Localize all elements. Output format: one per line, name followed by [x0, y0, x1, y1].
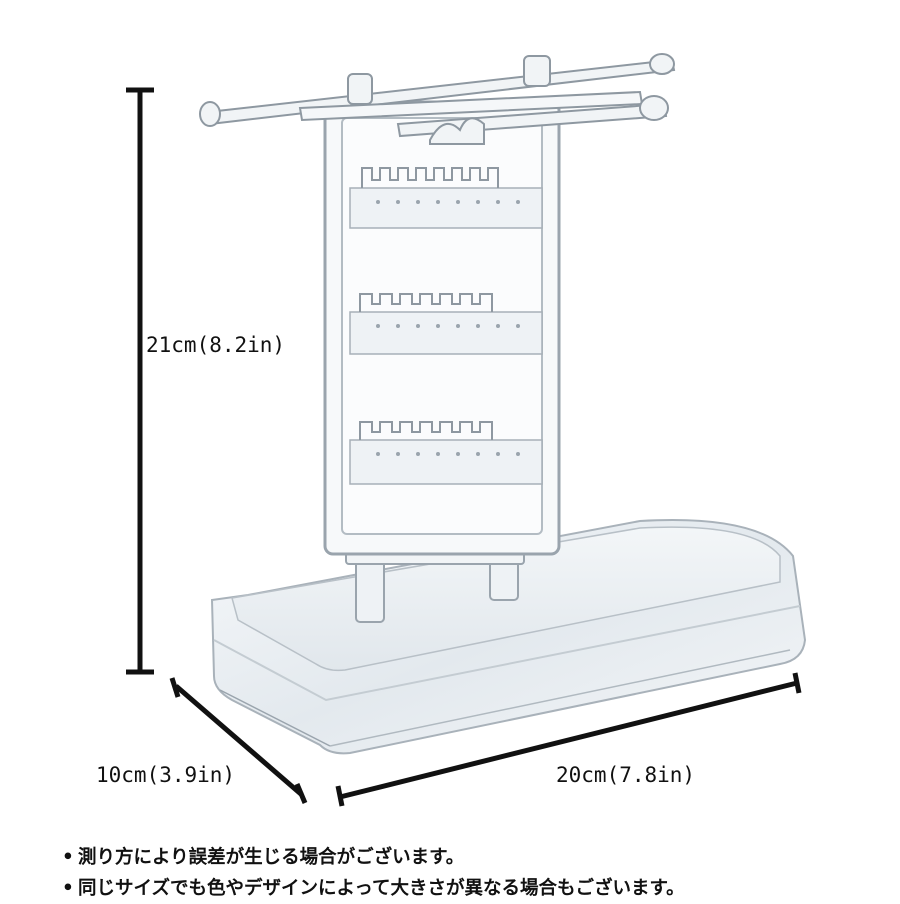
width-dimension-line	[335, 672, 802, 807]
hook-row-3	[349, 421, 543, 485]
note-item: • 測り方により誤差が生じる場合がございます。	[62, 842, 882, 873]
note-item: • 同じサイズでも色やデザインによって大きさが異なる場合もございます。	[62, 873, 882, 904]
width-label: 20cm(7.8in)	[556, 763, 696, 787]
note-text: 測り方により誤差が生じる場合がございます。	[78, 847, 465, 868]
depth-dimension-line	[169, 677, 308, 804]
bullet-icon: •	[62, 878, 74, 899]
hook-row-2	[349, 293, 543, 355]
hook-row-1	[349, 167, 543, 229]
disclaimer-notes: • 測り方により誤差が生じる場合がございます。 • 同じサイズでも色やデザインに…	[62, 842, 882, 904]
necklace-bars	[199, 53, 676, 145]
bullet-icon: •	[62, 847, 74, 868]
earring-panel	[323, 100, 561, 556]
height-label: 21cm(8.2in)	[146, 333, 286, 357]
height-dimension-line	[126, 87, 154, 675]
note-text: 同じサイズでも色やデザインによって大きさが異なる場合もございます。	[78, 878, 685, 899]
depth-label: 10cm(3.9in)	[96, 763, 236, 787]
